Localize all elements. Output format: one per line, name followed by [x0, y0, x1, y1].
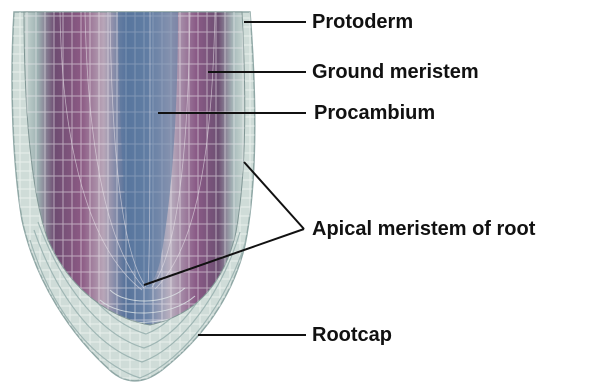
- procambium-label: Procambium: [314, 101, 435, 125]
- protoderm-label: Protoderm: [312, 10, 413, 34]
- apical-leader-upper: [244, 162, 304, 229]
- apical-meristem-label: Apical meristem of root: [312, 217, 535, 241]
- rootcap-label: Rootcap: [312, 323, 392, 347]
- ground-meristem-label: Ground meristem: [312, 60, 479, 84]
- root-tip-specimen: [0, 0, 270, 389]
